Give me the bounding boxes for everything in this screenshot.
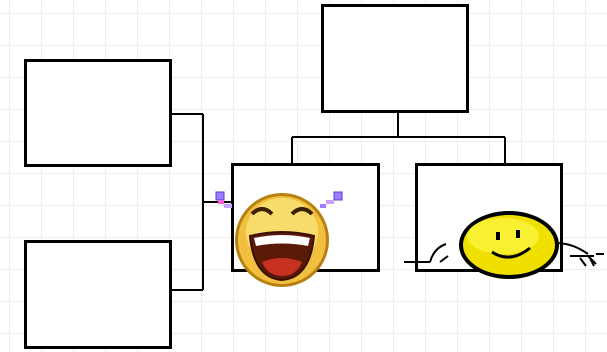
lying-smiley-emoji-icon bbox=[404, 211, 604, 279]
crying-laughing-emoji-icon bbox=[216, 192, 342, 287]
tree-connector bbox=[292, 113, 505, 163]
